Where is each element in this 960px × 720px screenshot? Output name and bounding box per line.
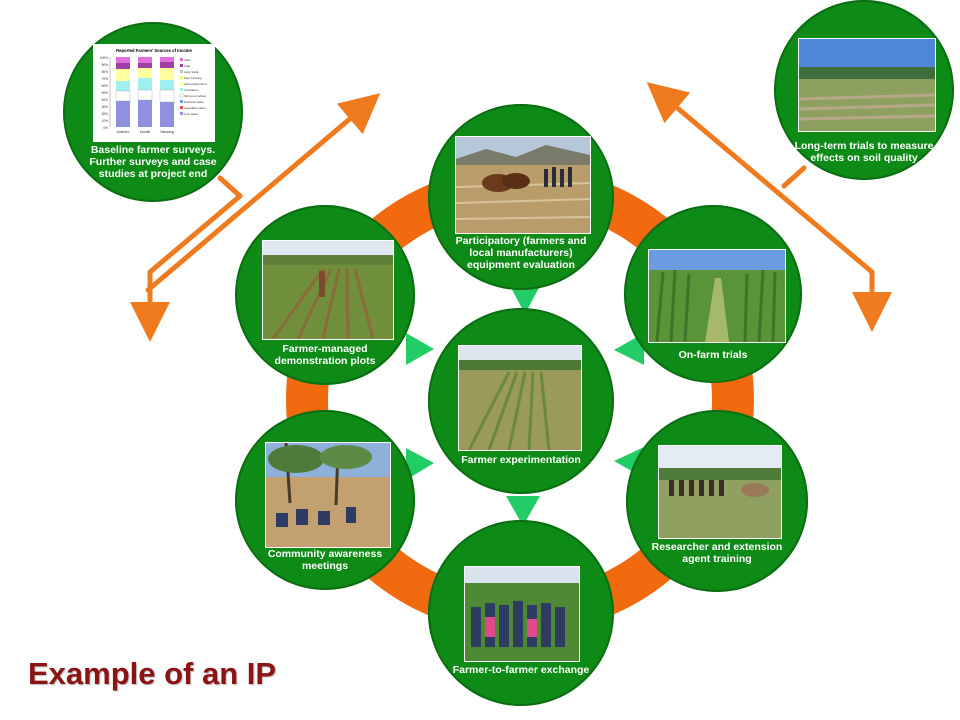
ytick: 60% [102,84,109,88]
ytick: 80% [102,70,109,74]
income-chart-image: Reported Farmers' Sources of Income 100%… [93,44,215,142]
legend-entry: other [184,58,191,62]
legend-entry: self-employment [184,82,207,86]
right-arrow-system [646,82,892,332]
arrow-from-upper-left [406,333,434,365]
stacked-bar [159,57,175,127]
slide-title: Example of an IP [28,656,277,691]
field-photo [798,38,936,132]
training-group-photo [658,445,782,539]
ytick: 20% [102,112,109,116]
node-label: Community awareness meetings [267,548,383,572]
legend-entry: petty trade [184,70,199,74]
ytick: 50% [102,91,109,95]
mini-chart-categories: Amerero Kandiri Nansang [116,130,173,134]
legend-entry: vegetable sales [184,106,206,110]
node-label: On-farm trials [678,349,748,361]
ytick: 90% [102,63,109,67]
ytick: 0% [103,126,108,130]
baseline-surveys-node: Reported Farmers' Sources of Income 100%… [63,22,243,202]
experiment-plot-photo [458,345,582,451]
category-label: Nansang [160,130,174,134]
node-label: Long-term trials to measure effects on s… [794,140,934,164]
node-label: Farmer experimentation [461,454,581,466]
crop-rows-photo [262,240,394,340]
farmer-experimentation-node: Farmer experimentation [428,308,614,494]
legend-entry: hiring out labour [184,94,206,98]
on-farm-trials-node: On-farm trials [624,205,802,383]
arrow-from-top [509,284,541,314]
farmer-group-photo [464,566,580,662]
node-label: Farmer-to-farmer exchange [452,664,590,676]
farmer-exchange-node: Farmer-to-farmer exchange [428,520,614,706]
mini-chart-legend: other craft petty trade beer brewing sel… [179,58,207,116]
mini-chart-title: Reported Farmers' Sources of Income [116,48,192,53]
oxen-plough-photo [455,136,591,234]
community-meetings-node: Community awareness meetings [235,410,415,590]
long-term-trials-node: Long-term trials to measure effects on s… [774,0,954,180]
participatory-evaluation-node: Participatory (farmers and local manufac… [428,104,614,290]
mini-chart-yticks: 100% 90% 80% 70% 60% 50% 40% 30% 20% 10%… [100,56,108,130]
ytick: 70% [102,77,109,81]
stacked-bar [137,57,153,127]
ytick: 10% [102,119,109,123]
ytick: 30% [102,105,109,109]
legend-entry: remittance [184,88,199,92]
category-label: Kandiri [140,130,151,134]
legend-entry: beer brewing [184,76,202,80]
stacked-bar [115,57,131,127]
ytick: 100% [100,56,108,60]
arrow-from-lower-left [406,448,434,480]
left-arrow-system [130,93,381,342]
ytick: 40% [102,98,109,102]
maize-field-photo [648,249,786,343]
legend-entry: craft [184,64,190,68]
category-label: Amerero [116,130,129,134]
node-label: Researcher and extension agent training [651,541,783,565]
researcher-training-node: Researcher and extension agent training [626,410,808,592]
node-label: Baseline farmer surveys. Further surveys… [89,144,217,180]
community-meeting-photo [265,442,391,548]
node-label: Farmer-managed demonstration plots [274,343,376,367]
node-label: Participatory (farmers and local manufac… [455,235,587,271]
demonstration-plots-node: Farmer-managed demonstration plots [235,205,415,385]
legend-entry: livestock sales [184,100,204,104]
arrow-from-bottom [506,496,540,526]
legend-entry: crop sales [184,112,199,116]
